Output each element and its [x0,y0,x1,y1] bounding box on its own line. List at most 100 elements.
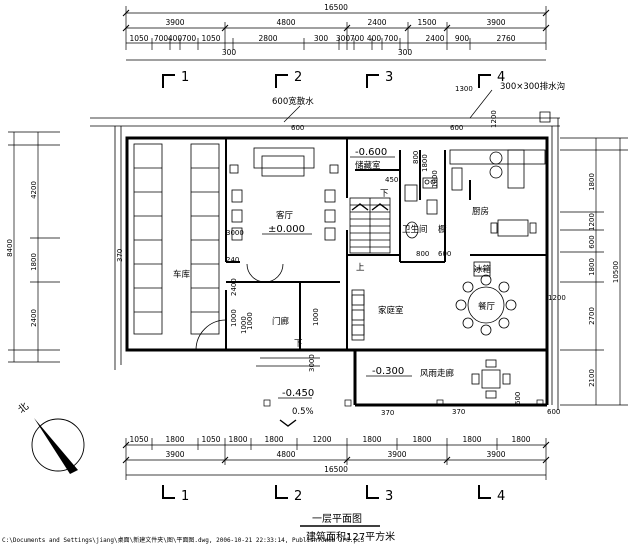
garage-parking-strips [133,143,227,351]
north-label: 北 [16,400,31,416]
right-dimension-chains [560,137,628,406]
dim-top-5: 3900 [486,18,505,27]
dim-misc-10: 1800 [421,154,429,172]
dining-table [455,274,517,336]
dim-misc-16: 600 [514,392,522,405]
dim-bottom2-4: 3900 [486,450,505,459]
room-fridge: 冰箱 [474,264,492,275]
file-path-footer: C:\Documents and Settings\jiang\桌面\新建文件夹… [2,537,365,544]
bottom-dimension-labels: 1050 1800 1050 1800 1800 1200 1800 1800 … [129,435,530,474]
dim-left-total: 8400 [6,239,14,257]
axis-top-4: 4 [497,70,505,85]
room-foyer: 门廊 [272,316,290,327]
dim-misc-17: 2400 [230,278,238,296]
axis-markers-top [162,74,491,88]
dim-top2-9: 300 [336,34,351,43]
dim-misc-14: 600 [547,408,560,416]
room-cabinet: 橱 [438,224,447,235]
family-furniture [351,289,365,341]
dim-left-2: 1800 [30,253,38,271]
bottom-dimension-chains [122,399,550,480]
dim-top-3: 2400 [367,18,386,27]
title-block: 一层平面图 建筑面积： 127平方米 [300,513,395,543]
plan-title: 一层平面图 [312,513,362,525]
room-living: 客厅 [276,210,294,221]
dim-top-1: 3900 [165,18,184,27]
dim-right-5: 2700 [588,307,596,325]
axis-bottom-2: 2 [294,489,302,504]
dim-left-3: 2400 [30,309,38,327]
dim-bottom-1: 1050 [129,435,148,444]
dim-top2-15: 900 [455,34,470,43]
dim-bottom2-1: 3900 [165,450,184,459]
dim-right-2: 1200 [588,213,596,231]
kitchen-bath-fixtures [404,149,546,277]
dim-right-4: 1800 [588,258,596,276]
north-arrow: 北 [16,400,85,474]
dim-bottom-9: 1800 [462,435,481,444]
elev-porch: -0.300 [372,366,404,377]
dim-misc-13: 370 [452,408,465,416]
dim-misc-24: 240 [226,256,239,264]
dim-misc-1: 600 [291,124,304,132]
axis-bottom-4: 4 [497,489,505,504]
dim-bottom-8: 1800 [412,435,431,444]
elev-living: ±0.000 [268,224,305,235]
dim-bottom-5: 1800 [264,435,283,444]
dim-misc-20: 1000 [246,312,254,330]
room-kitchen: 厨房 [472,206,489,217]
axis-top-3: 3 [385,70,393,85]
dim-misc-11: 370 [116,249,124,262]
parking-slats-right [191,167,219,313]
dim-misc-19: 1000 [240,316,248,334]
dim-right-1: 1800 [588,173,596,191]
porch-furniture [471,359,511,399]
dim-misc-7: 800 [412,151,420,164]
drainage-ditch [90,111,560,410]
dim-misc-9: 600 [438,250,451,258]
staircase [349,197,391,254]
dim-bottom-6: 1200 [312,435,331,444]
stair-down-2: 下 [380,189,389,199]
left-dimension-chains [8,131,60,363]
dim-misc-4: 1200 [490,110,498,128]
dim-right-total: 10500 [612,261,620,283]
dim-top-total: 16500 [324,3,348,12]
dim-misc-5: 1000 [431,170,439,188]
top-dimension-labels: 16500 3900 4800 2400 1500 3900 1050 700 … [129,3,515,57]
axis-bottom-3: 3 [385,489,393,504]
dim-top2-7: 2800 [258,34,277,43]
dim-bottom-4: 1800 [228,435,247,444]
elev-entry: -0.450 [282,388,314,399]
apron-note: 600宽散水 [272,96,314,107]
axis-top-2: 2 [294,70,302,85]
right-dimension-labels: 1800 1200 600 1800 2700 2100 10500 [588,173,620,387]
dim-right-6: 2100 [588,369,596,387]
top-dimension-chains [122,6,550,61]
room-family: 家庭室 [378,305,404,316]
dim-bottom-7: 1800 [362,435,381,444]
dim-top2-10: 700 [350,34,365,43]
dim-bottom-10: 1800 [511,435,530,444]
dim-left-1: 4200 [30,181,38,199]
dim-bottom-2: 1800 [165,435,184,444]
annotations: 300×300排水沟 600宽散水 -0.600 ±0.000 -0.450 0… [262,81,565,417]
dim-misc-15: 1200 [548,294,566,302]
dim-bottom2-3: 3900 [387,450,406,459]
dim-misc-18: 1000 [230,309,238,327]
axis-bottom-1: 1 [181,489,189,504]
exterior-walls [125,136,549,407]
parking-slats-left [134,167,162,313]
dim-misc-2: 600 [450,124,463,132]
axis-top-1: 1 [181,70,189,85]
slope-note: 0.5% [292,407,314,417]
dim-misc-12: 370 [381,409,394,417]
drain-note: 300×300排水沟 [500,81,565,92]
dim-top2-8: 300 [314,34,329,43]
dim-top2-14: 2400 [425,34,444,43]
dim-top2-13: 300 [398,48,413,57]
dim-bottom-3: 1050 [201,435,220,444]
room-labels: 储藏室 客厅 厨房 卫生间 橱 车库 冰箱 餐厅 门廊 家庭室 风雨走廊 [173,160,496,379]
